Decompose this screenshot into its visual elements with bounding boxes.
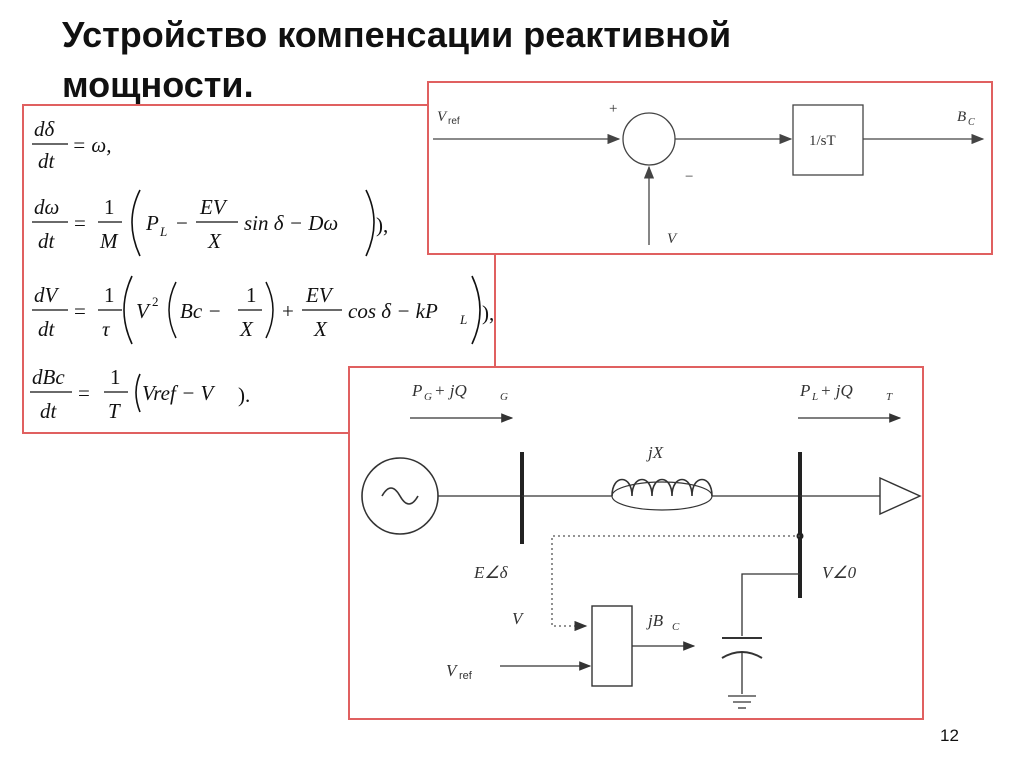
eq4-lhs-den: dt xyxy=(40,399,58,423)
circuit-panel: P G + jQ G P L + jQ T jX E∠δ V∠0 V xyxy=(348,366,924,720)
plus-sign: + xyxy=(609,101,617,117)
flow-left-mid: + jQ xyxy=(434,381,467,400)
vref-sub: ref xyxy=(448,116,460,127)
eq3-v-sup: 2 xyxy=(152,294,159,309)
controller-v-label: V xyxy=(512,609,525,628)
controller-vref-sub: ref xyxy=(459,670,473,682)
flow-left-p: P xyxy=(411,381,422,400)
eq3-lhs-num: dV xyxy=(34,283,60,307)
eq2-f-den: M xyxy=(99,229,119,253)
eq4-eq: = xyxy=(78,381,90,405)
bc-label: B xyxy=(957,109,966,125)
eq3-bc: Bc − xyxy=(180,299,222,323)
eq2-eq: = xyxy=(74,211,86,235)
slide-title: Устройство компенсации реактивной мощнос… xyxy=(62,14,732,105)
eq4-end: ). xyxy=(238,383,250,407)
page-number: 12 xyxy=(940,726,959,745)
eq3-tail: cos δ − kP xyxy=(348,299,438,323)
susceptance-label: jB xyxy=(646,611,664,630)
flow-right-sub1: L xyxy=(811,391,818,403)
eq3-end: ), xyxy=(482,301,494,325)
reactance-label: jX xyxy=(646,443,664,462)
eq2-lhs-num: dω xyxy=(34,195,59,219)
eq3-tail-sub: L xyxy=(459,312,467,327)
eq3-v: V xyxy=(136,299,151,323)
eq3-g-num: EV xyxy=(305,283,334,307)
eq1-rhs: = ω, xyxy=(72,133,112,157)
circuit-svg: P G + jQ G P L + jQ T jX E∠δ V∠0 V xyxy=(361,381,922,709)
eq3-h-num: 1 xyxy=(246,283,257,307)
eq2-minus: − xyxy=(176,211,188,235)
inductor-icon xyxy=(611,478,713,497)
eq2-end: ), xyxy=(376,213,388,237)
eq2-f-num: 1 xyxy=(104,195,115,219)
minus-sign: − xyxy=(685,169,693,185)
measurement-line xyxy=(551,535,800,632)
equation-4: dBc dt = 1 T Vref − V ). xyxy=(30,365,250,423)
flow-right-mid: + jQ xyxy=(820,381,853,400)
eq2-g-den: X xyxy=(207,229,222,253)
eq4-lhs-num: dBc xyxy=(32,365,65,389)
eq3-f-den: τ xyxy=(102,317,111,341)
equation-2: dω dt = 1 M P L − EV X sin δ − Dω ), xyxy=(32,189,388,257)
eq2-tail: sin δ − Dω xyxy=(244,211,338,235)
bus-left-label: E∠δ xyxy=(473,563,509,582)
susceptance-sub: C xyxy=(672,621,680,633)
flow-right-p: P xyxy=(799,381,810,400)
v-label: V xyxy=(667,231,678,247)
controller-vref-label: V xyxy=(446,661,459,680)
sine-wave-icon xyxy=(381,487,419,505)
flow-left-sub1: G xyxy=(424,391,432,403)
equation-1: dδ dt = ω, xyxy=(32,117,112,173)
integrator-label: 1/sT xyxy=(809,133,836,149)
eq3-h-den: X xyxy=(239,317,254,341)
integrator-block xyxy=(792,104,864,176)
eq4-tail: Vref − V xyxy=(142,381,215,405)
bus-right-label: V∠0 xyxy=(822,563,857,582)
eq4-f-den: T xyxy=(108,399,121,423)
eq2-lhs-den: dt xyxy=(38,229,56,253)
eq4-f-num: 1 xyxy=(110,365,121,389)
eq2-pl: P xyxy=(145,211,159,235)
svc-controller-block xyxy=(591,605,633,687)
flow-right-sub2: T xyxy=(886,391,893,403)
eq3-plus: + xyxy=(282,299,294,323)
bc-sub: C xyxy=(968,117,975,128)
eq1-lhs-num: dδ xyxy=(34,117,56,141)
eq3-eq: = xyxy=(74,299,86,323)
eq1-lhs-den: dt xyxy=(38,149,56,173)
load-icon xyxy=(879,476,922,516)
block-diagram-panel: V ref + − V 1/sT B C xyxy=(427,81,993,255)
vref-label: V xyxy=(437,109,448,125)
eq3-g-den: X xyxy=(313,317,328,341)
eq3-lhs-den: dt xyxy=(38,317,56,341)
eq3-f-num: 1 xyxy=(104,283,115,307)
summing-junction xyxy=(622,112,676,166)
eq2-pl-sub: L xyxy=(159,224,167,239)
equations-svg: dδ dt = ω, dω dt = 1 M P L − EV X sin δ … xyxy=(30,117,494,423)
block-diagram-svg: V ref + − V 1/sT B C xyxy=(433,101,985,247)
eq2-g-num: EV xyxy=(199,195,228,219)
flow-left-sub2: G xyxy=(500,391,508,403)
equation-3: dV dt = 1 τ V 2 Bc − 1 X + EV X cos δ − … xyxy=(32,275,494,345)
